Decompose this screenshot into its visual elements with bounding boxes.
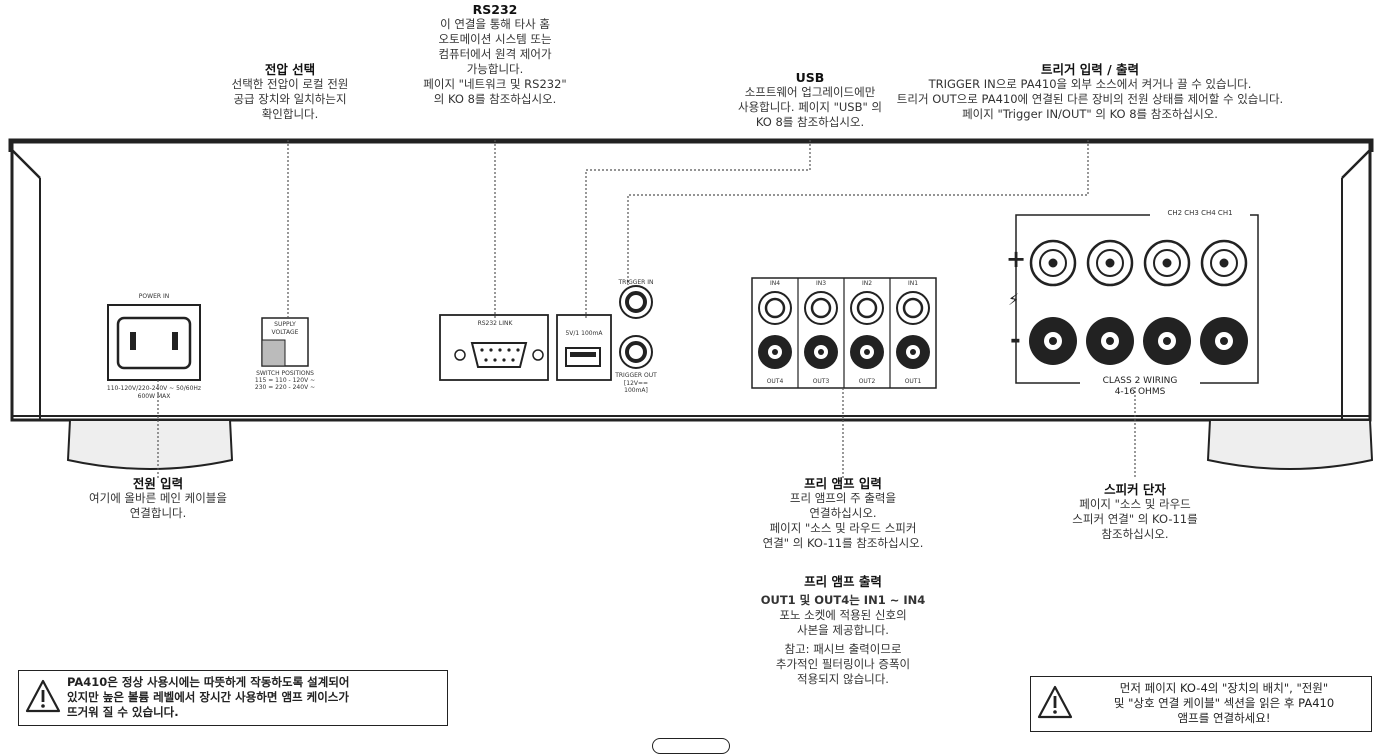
preamp-in-line-4: 연결" 의 KO-11를 참조하십시오. — [762, 536, 924, 550]
preamp-in-line-3: 페이지 "소스 및 라우드 스피커 — [769, 521, 917, 535]
power-title: 전원 입력 — [132, 476, 184, 491]
power-rating-line-2: 600W MAX — [137, 393, 171, 400]
warning-triangle-icon — [25, 679, 61, 713]
warning-triangle-icon — [1037, 685, 1073, 719]
supply-voltage-label-2: VOLTAGE — [271, 329, 299, 336]
rs232-line-1: 이 연결을 통해 타사 홈 — [440, 17, 550, 31]
rs232-line-2: 오토메이션 시스템 또는 — [438, 32, 552, 46]
class2-wiring-label: CLASS 2 WIRING — [1080, 376, 1200, 386]
preamp-in-line-2: 연결하십시오. — [809, 506, 877, 520]
trigger-title: 트리거 입력 / 출력 — [1040, 62, 1140, 77]
trigger-line-2: 트리거 OUT으로 PA410에 연결된 다른 장비의 전원 상태를 제어할 수… — [896, 92, 1284, 106]
preamp-out-line-2: 사본을 제공합니다. — [797, 623, 889, 637]
page-tab — [652, 738, 730, 754]
rca-out1-label: OUT1 — [904, 378, 922, 385]
read-first-line-3: 앰프를 연결하세요! — [1177, 711, 1271, 725]
rca-out4-label: OUT4 — [766, 378, 784, 385]
speaker-callout: 스피커 단자 페이지 "소스 및 라우드 스피커 연결" 의 KO-11를 참조… — [1040, 482, 1230, 542]
preamp-out-bold: OUT1 및 OUT4는 IN1 ~ IN4 — [760, 593, 926, 607]
rs232-line-5: 페이지 "네트워크 및 RS232" — [423, 77, 567, 91]
rs232-callout: RS232 이 연결을 통해 타사 홈 오토메이션 시스템 또는 컴퓨터에서 원… — [390, 2, 600, 107]
rs232-line-6: 의 KO 8를 참조하십시오. — [433, 92, 557, 106]
trigger-in-label: TRIGGER IN — [618, 279, 654, 286]
switch-positions-title: SWITCH POSITIONS — [256, 370, 314, 377]
heat-warning-line-3: 뜨거워 질 수 있습니다. — [67, 705, 179, 719]
usb-line-1: 소프트웨어 업그레이드에만 — [744, 85, 876, 99]
heat-warning-line-2: 있지만 높은 볼륨 레벨에서 장시간 사용하면 앰프 케이스가 — [67, 690, 349, 704]
power-line-2: 연결합니다. — [129, 506, 187, 520]
trigger-out-rating: [12V== 100mA] — [623, 380, 649, 394]
power-callout: 전원 입력 여기에 올바른 메인 케이블을 연결합니다. — [58, 476, 258, 521]
read-first-line-1: 먼저 페이지 KO-4의 "장치의 배치", "전원" — [1119, 681, 1329, 695]
usb-callout: USB 소프트웨어 업그레이드에만 사용합니다. 페이지 "USB" 의 KO … — [695, 70, 925, 130]
voltage-title: 전압 선택 — [264, 62, 316, 77]
read-first-warning-box: 먼저 페이지 KO-4의 "장치의 배치", "전원" 및 "상호 연결 케이블… — [1030, 676, 1372, 732]
power-rating-line-1: 110-120V/220-240V ~ 50/60Hz — [106, 385, 202, 392]
rca-out3-label: OUT3 — [812, 378, 830, 385]
usb-line-3: KO 8를 참조하십시오. — [755, 115, 865, 129]
rca-in1-label: IN1 — [907, 280, 919, 287]
supply-voltage-label-1: SUPPLY — [274, 321, 296, 328]
speaker-line-3: 참조하십시오. — [1101, 527, 1169, 541]
ohms-label: 4-16 OHMS — [1114, 387, 1166, 397]
usb-port-label: 5V/1 100mA — [565, 330, 603, 337]
speaker-channels-label: CH2 CH3 CH4 CH1 — [1150, 210, 1250, 217]
plus-sign: + — [1006, 245, 1027, 273]
trigger-callout: 트리거 입력 / 출력 TRIGGER IN으로 PA410을 외부 소스에서 … — [820, 62, 1360, 122]
switch-positions-230: 230 = 220 - 240V ~ — [254, 384, 316, 391]
voltage-line-2: 공급 장치와 일치하는지 — [233, 92, 347, 106]
bolt-icon: ⚡ — [1008, 290, 1020, 309]
speaker-line-1: 페이지 "소스 및 라우드 — [1079, 497, 1191, 511]
trigger-line-1: TRIGGER IN으로 PA410을 외부 소스에서 켜거나 끌 수 있습니다… — [928, 77, 1252, 91]
rs232-title: RS232 — [472, 2, 518, 17]
heat-warning-line-1: PA410은 정상 사용시에는 따뜻하게 작동하도록 설계되어 — [67, 675, 350, 689]
preamp-out-title: 프리 앰프 출력 — [804, 574, 882, 589]
rca-out2-label: OUT2 — [858, 378, 876, 385]
preamp-out-line-1: 포노 소켓에 적용된 신호의 — [779, 608, 907, 622]
preamp-in-line-1: 프리 앰프의 주 출력을 — [789, 491, 897, 505]
rca-in4-label: IN4 — [769, 280, 781, 287]
switch-positions-115: 115 = 110 - 120V ~ — [254, 377, 316, 384]
power-inlet-label: POWER IN — [138, 293, 170, 300]
heat-warning-box: PA410은 정상 사용시에는 따뜻하게 작동하도록 설계되어 있지만 높은 볼… — [18, 670, 448, 726]
voltage-callout: 전압 선택 선택한 전압이 로컬 전원 공급 장치와 일치하는지 확인합니다. — [185, 62, 395, 122]
preamp-in-title: 프리 앰프 입력 — [804, 476, 882, 491]
rca-in3-label: IN3 — [815, 280, 827, 287]
rs232-line-4: 가능합니다. — [466, 62, 524, 76]
speaker-title: 스피커 단자 — [1104, 482, 1166, 497]
usb-title: USB — [795, 70, 825, 85]
rs232-line-3: 컴퓨터에서 원격 제어가 — [438, 47, 552, 61]
rca-in2-label: IN2 — [861, 280, 873, 287]
rs232-port-label: RS232 LINK — [477, 320, 513, 327]
preamp-out-note-2: 추가적인 필터링이나 증폭이 — [775, 657, 911, 671]
read-first-line-2: 및 "상호 연결 케이블" 섹션을 읽은 후 PA410 — [1113, 696, 1335, 710]
preamp-in-callout: 프리 앰프 입력 프리 앰프의 주 출력을 연결하십시오. 페이지 "소스 및 … — [725, 476, 961, 551]
voltage-line-3: 확인합니다. — [261, 107, 319, 121]
speaker-line-2: 스피커 연결" 의 KO-11를 — [1072, 512, 1198, 526]
usb-line-2: 사용합니다. 페이지 "USB" 의 — [737, 100, 883, 114]
trigger-line-3: 페이지 "Trigger IN/OUT" 의 KO 8를 참조하십시오. — [962, 107, 1218, 121]
preamp-out-note-1: 참고: 패시브 출력이므로 — [784, 642, 902, 656]
power-line-1: 여기에 올바른 메인 케이블을 — [89, 491, 227, 505]
trigger-out-label: TRIGGER OUT — [615, 372, 657, 379]
voltage-line-1: 선택한 전압이 로컬 전원 — [231, 77, 349, 91]
preamp-out-callout: 프리 앰프 출력 OUT1 및 OUT4는 IN1 ~ IN4 포노 소켓에 적… — [725, 574, 961, 687]
minus-sign: - — [1010, 325, 1021, 355]
preamp-out-note-3: 적용되지 않습니다. — [797, 672, 889, 686]
